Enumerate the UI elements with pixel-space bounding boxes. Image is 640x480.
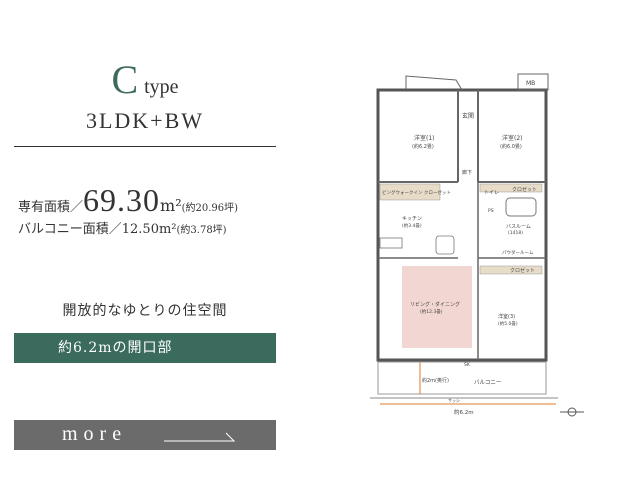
step-mark: SK	[464, 362, 471, 368]
room-bath: バスルーム	[506, 224, 531, 230]
room-kitchen: キッチン	[402, 216, 422, 222]
arrow-right-icon	[164, 432, 236, 442]
width-dimension: 約6.2m	[454, 408, 474, 416]
room-closet1: クロゼット	[512, 186, 537, 193]
layout-name: 3LDK+BW	[85, 108, 205, 133]
closet-strip-2	[479, 265, 543, 275]
room-bed3: 洋室(3)	[498, 313, 515, 320]
sash-label: サッシ	[448, 398, 460, 403]
balcony-area-tsubo: (約3.78坪)	[176, 225, 227, 236]
room-bath-size: (1418)	[508, 230, 523, 236]
balcony-area-value: 12.50m²	[121, 222, 177, 237]
walkin-closet-strip	[379, 183, 441, 201]
mb-box	[517, 73, 549, 91]
private-area-tsubo: (約20.96坪)	[181, 203, 239, 214]
more-button[interactable]: more	[14, 420, 276, 450]
balcony-area: バルコニー面積／12.50m²(約3.78坪)	[18, 218, 227, 237]
room-bed1-size: (約6.2畳)	[412, 143, 434, 150]
room-living: リビング・ダイニング	[410, 301, 460, 308]
feature-caption: 開放的なゆとりの住空間	[62, 303, 228, 319]
type-letter: C	[111, 57, 139, 102]
kitchen-counter	[379, 237, 403, 249]
room-closet2: クロゼット	[510, 267, 535, 274]
feature-highlight: 約6.2mの開口部	[14, 333, 276, 363]
kitchen-sink	[435, 235, 455, 255]
floor-plan: MB 洋室(1) (約6.2畳) 洋室(2) (約6.0畳) 玄関 廊	[366, 62, 594, 438]
room-walkin: ビングウォークイン クローゼット	[382, 189, 451, 196]
entry-porch	[405, 75, 463, 91]
private-area: 専有面積／69.30m²(約20.96坪)	[18, 182, 238, 219]
private-area-label: 専有面積／	[18, 200, 84, 215]
floor-plan-drawing: MB 洋室(1) (約6.2畳) 洋室(2) (約6.0畳) 玄関 廊	[370, 73, 584, 417]
living-area-highlight	[402, 266, 472, 348]
private-area-value: 69.30	[83, 182, 161, 218]
room-bed2: 洋室(2)	[502, 134, 523, 142]
room-balcony: バルコニー	[474, 379, 501, 386]
type-word: type	[144, 76, 179, 98]
balcony-outline	[377, 361, 547, 395]
balcony-area-label: バルコニー面積／	[18, 222, 122, 237]
bathtub	[505, 197, 537, 217]
room-hall: 廊下	[462, 169, 472, 176]
room-bed1: 洋室(1)	[414, 134, 435, 142]
closet-strip-1	[479, 183, 543, 193]
private-area-unit: m²	[160, 196, 182, 215]
mb-label: MB	[526, 80, 535, 87]
room-powder: パウダールーム	[502, 249, 534, 256]
room-toilet: トイレ	[484, 190, 499, 196]
more-button-label: more	[62, 423, 128, 445]
room-bed2-size: (約6.0畳)	[500, 143, 522, 150]
depth-dimension: 約2m(奥行)	[422, 377, 449, 384]
room-kitchen-size: (約3.4畳)	[402, 222, 422, 229]
room-living-size: (約12.3畳)	[420, 308, 443, 315]
title-divider	[14, 146, 276, 147]
room-bed3-size: (約5.0畳)	[498, 320, 518, 327]
room-entrance: 玄関	[462, 112, 474, 120]
room-ps: PS	[488, 208, 494, 214]
